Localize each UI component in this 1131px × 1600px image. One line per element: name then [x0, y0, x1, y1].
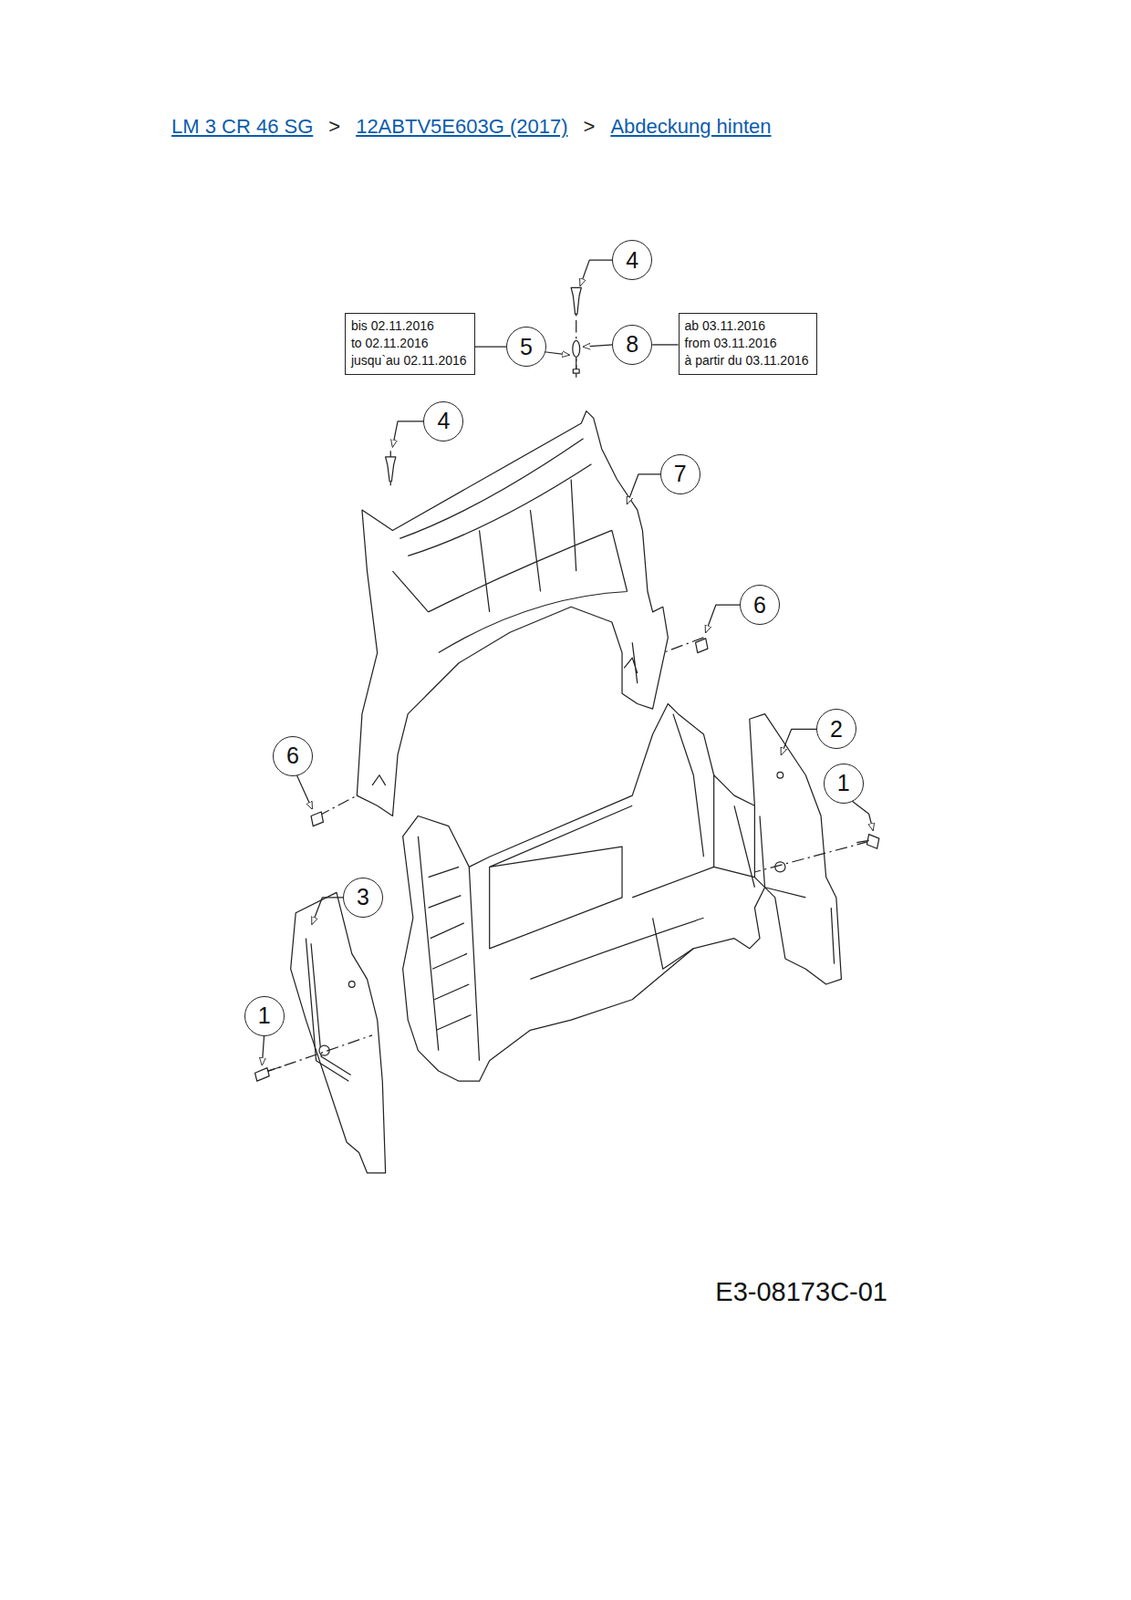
callout-circle: 4 — [423, 401, 464, 442]
callout-circle: 3 — [342, 877, 384, 918]
housing-detail — [417, 714, 755, 1061]
leader-line — [851, 800, 873, 831]
callout-circle: 2 — [816, 708, 857, 749]
date-note: ab 03.11.2016 — [684, 317, 811, 335]
plate-hole — [775, 861, 786, 872]
callout-number: 6 — [286, 744, 300, 768]
callout-circle: 1 — [823, 763, 864, 804]
callout-circle: 6 — [739, 584, 780, 625]
callout-number: 3 — [356, 885, 370, 909]
callout-circle: 4 — [612, 239, 653, 281]
screw — [255, 1067, 282, 1082]
date-note: à partir du 03.11.2016 — [684, 352, 811, 370]
screw — [570, 287, 582, 314]
drawing-number: E3-08173C-01 — [715, 1276, 888, 1308]
date-note: bis 02.11.2016 — [351, 317, 469, 335]
plate-slot — [759, 815, 835, 964]
breadcrumb-link: LM 3 CR 46 SG — [171, 114, 313, 139]
date-note: to 02.11.2016 — [351, 334, 469, 353]
clip — [311, 811, 323, 827]
callout-circle: 7 — [660, 454, 701, 495]
leader-line — [296, 775, 312, 810]
callout-number: 4 — [436, 409, 450, 433]
plate-slot — [305, 938, 351, 1082]
callout-number: 4 — [625, 249, 639, 272]
callout-number: 1 — [837, 771, 851, 795]
date-note-box: ab 03.11.2016from 03.11.2016à partir du … — [678, 312, 818, 375]
leader-line — [392, 421, 425, 447]
leader-line — [705, 604, 741, 633]
plate-hole — [348, 981, 355, 988]
breadcrumb-separator: > — [328, 114, 341, 139]
side-plate-left — [290, 892, 386, 1173]
leader-line — [580, 259, 613, 286]
leader-line — [544, 352, 570, 355]
screw — [856, 834, 880, 850]
callout-circle: 6 — [272, 736, 313, 777]
note-connector — [652, 343, 678, 345]
callout-number: 5 — [519, 335, 533, 359]
axis-line — [262, 297, 869, 1073]
callout-number: 8 — [625, 332, 639, 356]
clip — [695, 638, 708, 654]
date-note: jusqu`au 02.11.2016 — [351, 352, 469, 370]
date-note-box: bis 02.11.2016to 02.11.2016jusqu`au 02.1… — [344, 312, 476, 375]
callout-circle: 5 — [506, 326, 547, 367]
plate-hole — [777, 771, 784, 779]
breadcrumb-link: 12ABTV5E603G (2017) — [355, 114, 568, 139]
deck-housing — [403, 703, 776, 1081]
callout-number: 2 — [830, 717, 843, 741]
leader-line — [261, 1035, 264, 1065]
leader-line — [780, 728, 817, 755]
leader-line — [583, 344, 613, 347]
callout-circle: 1 — [244, 996, 285, 1037]
washer — [572, 340, 581, 357]
leader-line — [627, 474, 662, 504]
pin — [572, 356, 580, 374]
breadcrumb-link: Abdeckung hinten — [610, 114, 771, 139]
date-note: from 03.11.2016 — [684, 334, 811, 353]
callout-number: 7 — [674, 462, 687, 486]
leader-line — [311, 897, 344, 924]
side-plate-right — [749, 714, 842, 985]
callout-number: 6 — [753, 593, 767, 617]
breadcrumb-separator: > — [583, 114, 596, 139]
rear-cover — [356, 411, 668, 817]
note-connector — [475, 346, 507, 348]
cover-detail — [372, 438, 638, 786]
callout-number: 1 — [258, 1004, 271, 1028]
callout-circle: 8 — [612, 324, 653, 365]
screw — [385, 456, 396, 482]
